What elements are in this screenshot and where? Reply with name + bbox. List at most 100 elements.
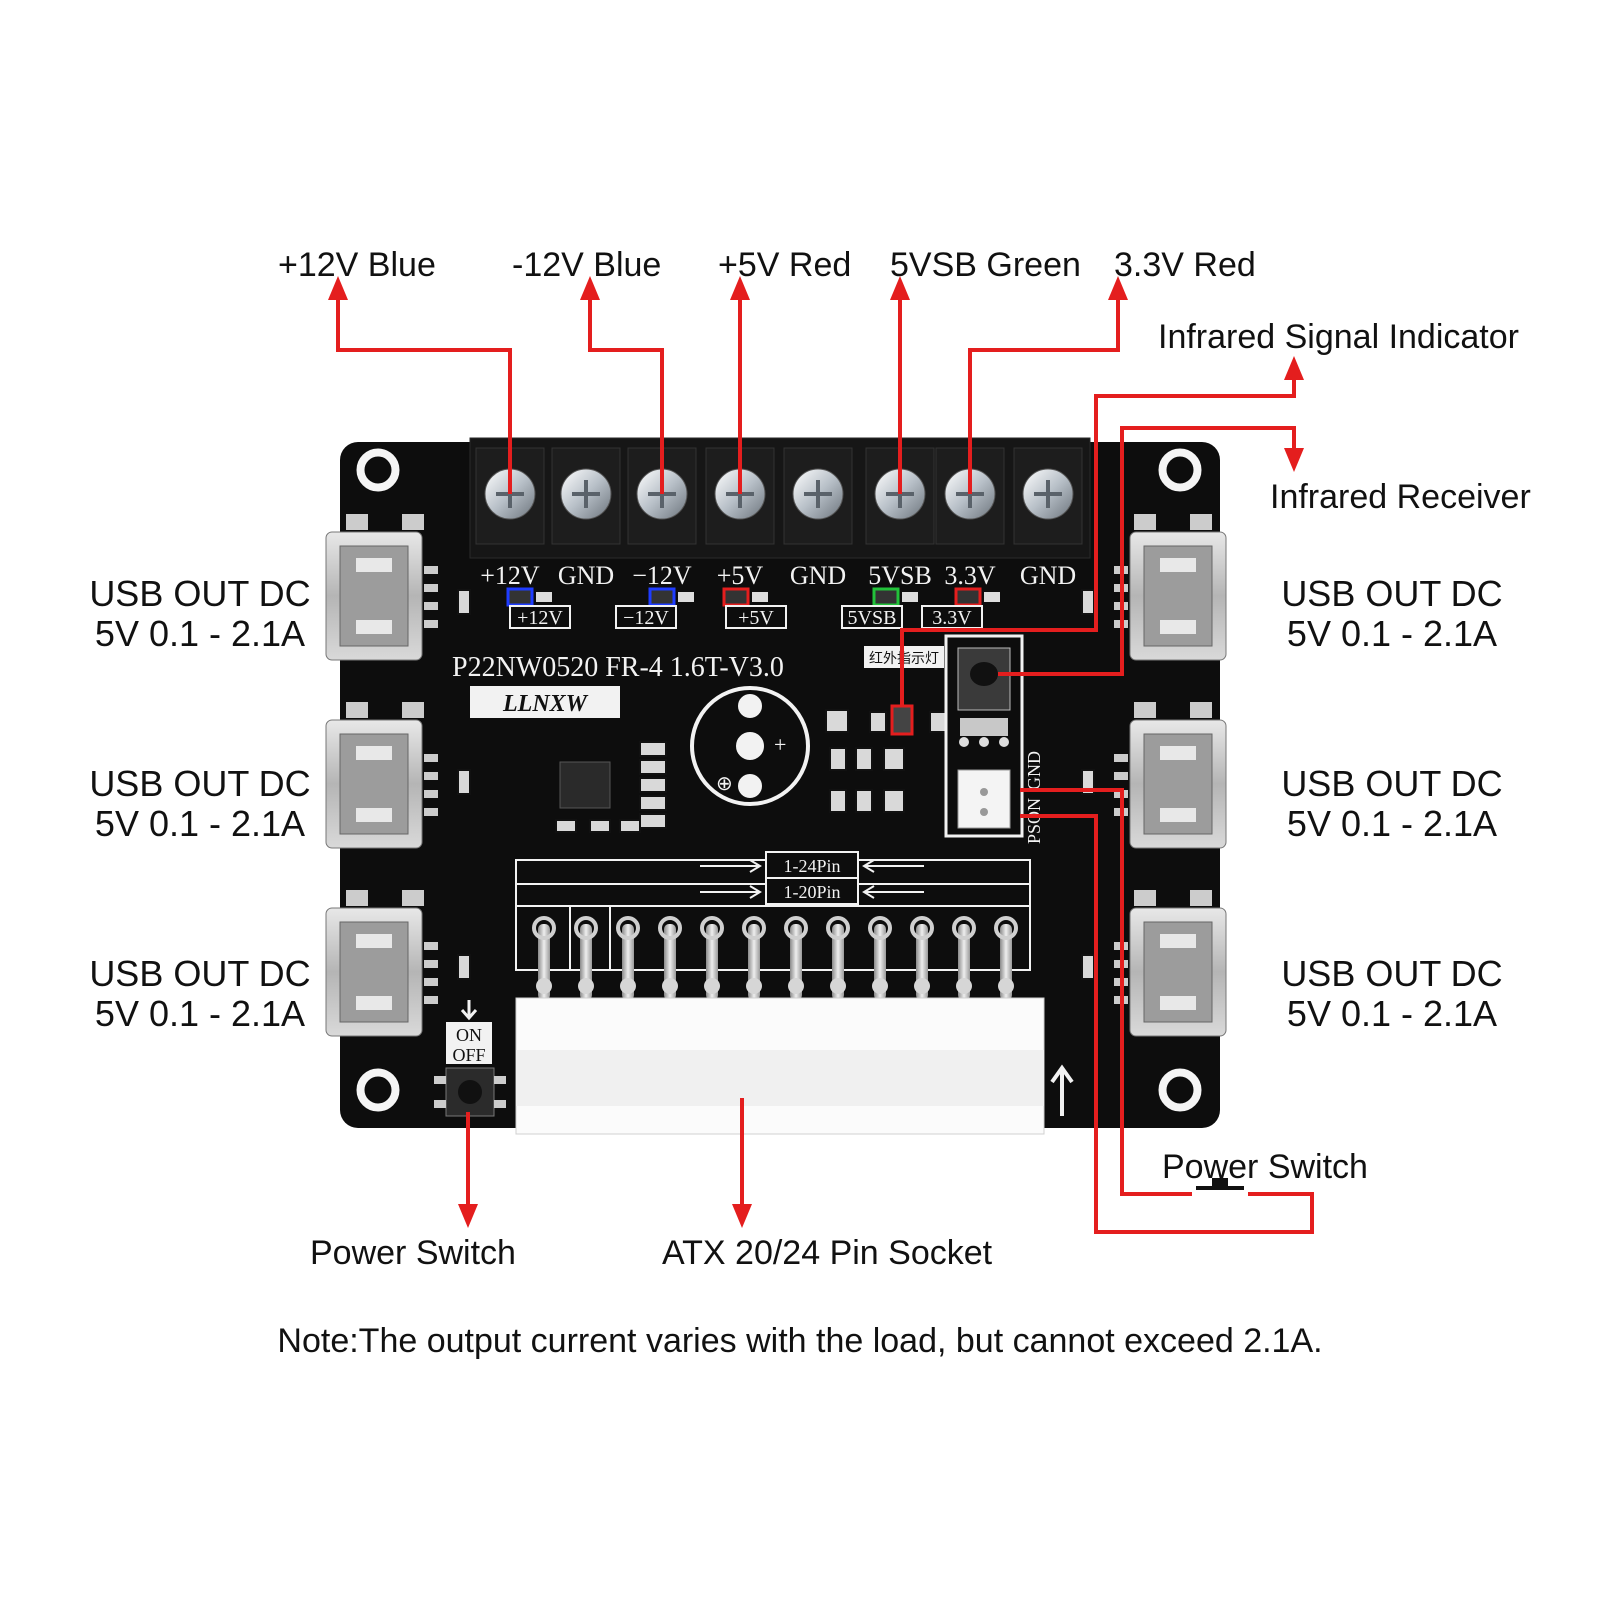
led-label-box xyxy=(841,605,903,629)
switch-label-plate: ON OFF xyxy=(446,1000,492,1065)
terminal-screw xyxy=(627,447,697,545)
led-label: +12V xyxy=(517,607,563,629)
callout-arrowheads xyxy=(328,276,1304,1228)
gnd-label: GND xyxy=(1024,751,1044,790)
terminal-screw xyxy=(783,447,853,545)
smd-part xyxy=(589,819,611,833)
label-ir-receiver: Infrared Receiver xyxy=(1270,478,1531,516)
label-power-switch-right: Power Switch xyxy=(1162,1148,1368,1186)
pin-24-label: 1-24Pin xyxy=(783,856,840,876)
atx-pin xyxy=(616,916,640,1000)
smd-part xyxy=(855,789,873,813)
terminal-label: +12V xyxy=(480,561,540,590)
led-label: −12V xyxy=(623,607,669,629)
smd-part xyxy=(457,769,471,795)
led-indicator xyxy=(954,587,982,607)
pin-legend xyxy=(515,851,1031,971)
svg-text:⊕: ⊕ xyxy=(716,773,733,795)
atx-pin xyxy=(994,916,1018,1000)
leader-ir-receiver xyxy=(998,426,1296,676)
led-label: 5VSB xyxy=(848,607,897,629)
atx-pin xyxy=(784,916,808,1000)
label-m12v-blue: -12V Blue xyxy=(512,246,662,284)
led-indicator xyxy=(722,587,750,607)
smd-part xyxy=(639,741,667,757)
usb-port-right xyxy=(1114,702,1227,849)
atx-pins xyxy=(532,916,1018,1000)
leader-33v xyxy=(968,294,1120,494)
usb-port-left xyxy=(325,702,438,849)
led-label-box xyxy=(509,605,571,629)
smd-part xyxy=(929,711,947,733)
terminal-label: GND xyxy=(558,561,614,590)
atx-pin xyxy=(826,916,850,1000)
terminal-label: +5V xyxy=(717,561,764,590)
usb-port-left xyxy=(325,514,438,661)
smd-part xyxy=(855,747,873,771)
mounting-holes xyxy=(355,447,1203,1113)
smd-part xyxy=(869,711,887,733)
terminal-screw xyxy=(551,447,621,545)
atx-pin xyxy=(532,916,556,1000)
switch-symbol xyxy=(1192,1178,1248,1198)
led-indicator xyxy=(648,587,676,607)
switch-off-label: OFF xyxy=(452,1045,485,1065)
terminal-label: GND xyxy=(1020,561,1076,590)
label-5v-red: +5V Red xyxy=(718,246,852,284)
brand-text: LLNXW xyxy=(502,691,589,717)
terminal-label: 5VSB xyxy=(868,561,932,590)
smd-part xyxy=(1081,954,1095,980)
smd-part xyxy=(639,813,667,829)
ir-indicator-led xyxy=(890,704,914,736)
brand-plate xyxy=(470,686,620,718)
ir-receiver-module xyxy=(944,634,1024,838)
led-indicator xyxy=(872,587,900,607)
label-ir-indicator: Infrared Signal Indicator xyxy=(1158,318,1519,356)
atx-pin xyxy=(574,916,598,1000)
led-resistor xyxy=(678,592,694,602)
atx-pin xyxy=(658,916,682,1000)
smd-part xyxy=(639,795,667,811)
board-orientation-arrow xyxy=(1050,1064,1074,1116)
smd-components xyxy=(457,589,1095,980)
usb-port-right xyxy=(1114,890,1227,1037)
label-atx-socket: ATX 20/24 Pin Socket xyxy=(662,1234,993,1272)
usb-ports xyxy=(325,514,1227,1037)
label-power-switch-left: Power Switch xyxy=(310,1234,516,1272)
label-12v-blue: +12V Blue xyxy=(278,246,436,284)
power-switch-button[interactable] xyxy=(434,1067,506,1117)
terminal-label: GND xyxy=(790,561,846,590)
smd-part xyxy=(457,954,471,980)
terminal-screw xyxy=(1013,447,1083,545)
capacitor-outline: + ⊕ xyxy=(690,686,810,806)
led-label-box xyxy=(725,605,787,629)
led-resistor xyxy=(536,592,552,602)
leader-12v xyxy=(336,294,512,494)
note-text: Note:The output current varies with the … xyxy=(277,1322,1323,1360)
led-resistor xyxy=(752,592,768,602)
led-resistor xyxy=(984,592,1000,602)
smd-part xyxy=(639,777,667,793)
smd-part xyxy=(825,709,849,733)
atx-pin xyxy=(700,916,724,1000)
led-label: 3.3V xyxy=(932,607,972,629)
leader-m12v xyxy=(588,294,664,494)
led-resistor xyxy=(902,592,918,602)
switch-on-label: ON xyxy=(456,1025,482,1045)
usb-port-right xyxy=(1114,514,1227,661)
smd-part xyxy=(555,819,577,833)
svg-text:+: + xyxy=(774,732,786,757)
smd-part xyxy=(883,747,905,771)
smd-part xyxy=(829,747,847,771)
terminal-label: −12V xyxy=(632,561,692,590)
atx-socket xyxy=(515,997,1045,1135)
pson-label: PSON xyxy=(1024,798,1044,844)
usb-port-left xyxy=(325,890,438,1037)
